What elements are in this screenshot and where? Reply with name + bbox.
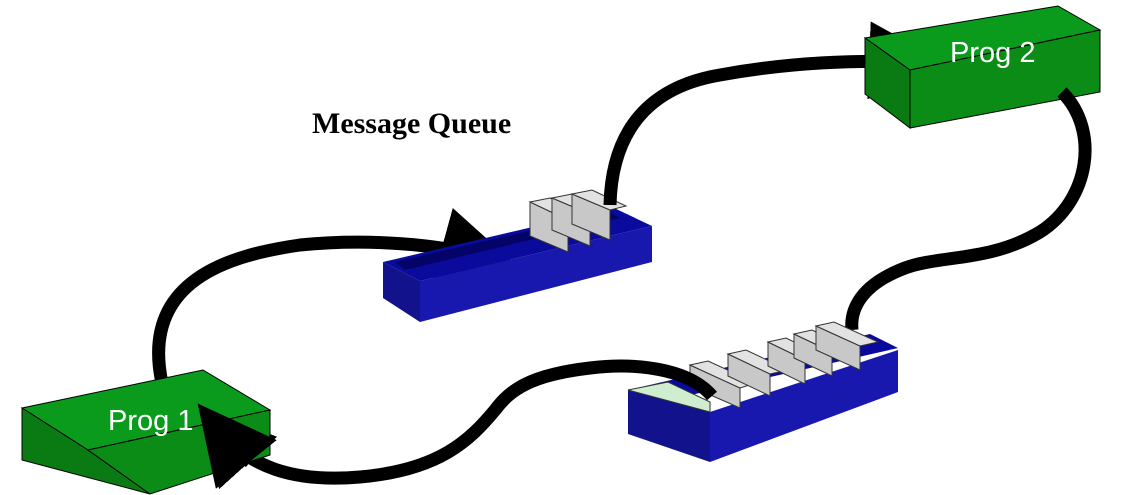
prog-2-label: Prog 2 (950, 37, 1035, 69)
prog-2-side (909, 29, 1101, 129)
prog-1-box: Prog 1 (20, 369, 272, 495)
diagram-title: Message Queue (312, 107, 511, 140)
queue-2-front (628, 390, 710, 462)
queue-1-side (420, 226, 652, 322)
arrow-queue2-to-prog1-head (197, 403, 277, 489)
arrow-prog1-to-queue1 (152, 208, 518, 385)
arrow-queue1-to-prog2 (603, 21, 947, 206)
queue-1-front (383, 262, 420, 322)
queue-2 (627, 321, 898, 462)
prog-2-box: Prog 2 (863, 5, 1102, 130)
arrow-prog2-to-queue2 (845, 87, 1092, 331)
queue-2-side (710, 350, 898, 462)
queue-1 (383, 189, 652, 322)
arrow-queue2-to-prog1 (195, 359, 717, 490)
prog-1-label: Prog 1 (108, 405, 193, 437)
queue-2-new-message (627, 381, 711, 413)
